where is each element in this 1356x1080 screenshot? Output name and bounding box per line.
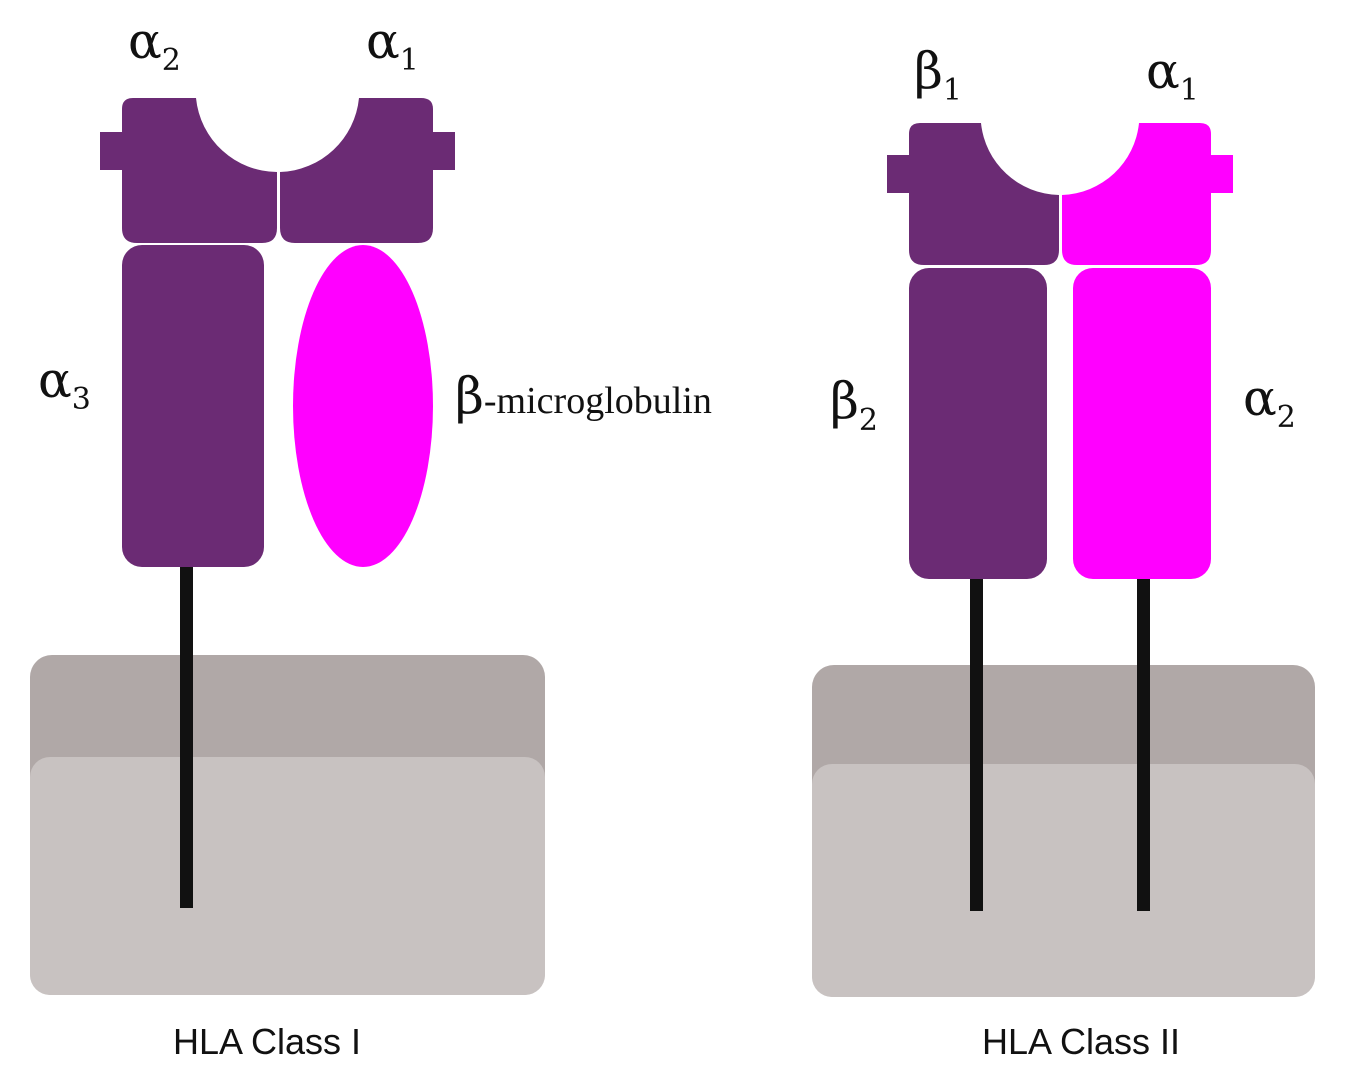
beta2-domain (909, 268, 1047, 579)
label-alpha3: α3 (38, 351, 91, 417)
transmembrane-tail-alpha (1137, 570, 1150, 911)
beta-microglobulin-domain (293, 245, 433, 567)
caption-hla-class-i: HLA Class I (173, 1021, 361, 1062)
label-alpha2: α2 (1243, 369, 1296, 435)
transmembrane-tail-alpha (180, 555, 193, 908)
beta1-domain (887, 123, 1059, 265)
alpha2-domain (1073, 268, 1211, 579)
label-beta1: β1 (914, 42, 962, 108)
alpha1-domain (280, 98, 455, 243)
cell-membrane-class-ii (812, 665, 1315, 997)
cell-membrane-class-i (30, 655, 545, 995)
label-alpha2: α2 (128, 12, 181, 78)
alpha2-domain (100, 98, 277, 243)
label-alpha1: α1 (366, 12, 419, 78)
label-beta-microglobulin: β-microglobulin (455, 367, 712, 425)
label-alpha1: α1 (1146, 42, 1199, 108)
hla-class-ii: β1 α1 β2 α2 HLA Class II (812, 42, 1315, 1062)
caption-hla-class-ii: HLA Class II (982, 1021, 1180, 1062)
membrane-inner-layer (812, 764, 1315, 997)
hla-class-i: α2 α1 α3 β-microglobulin HLA Class I (30, 12, 712, 1062)
alpha3-domain (122, 245, 264, 567)
membrane-inner-layer (30, 757, 545, 995)
transmembrane-tail-beta (970, 570, 983, 911)
alpha1-domain (1062, 123, 1233, 265)
label-beta2: β2 (830, 372, 878, 438)
